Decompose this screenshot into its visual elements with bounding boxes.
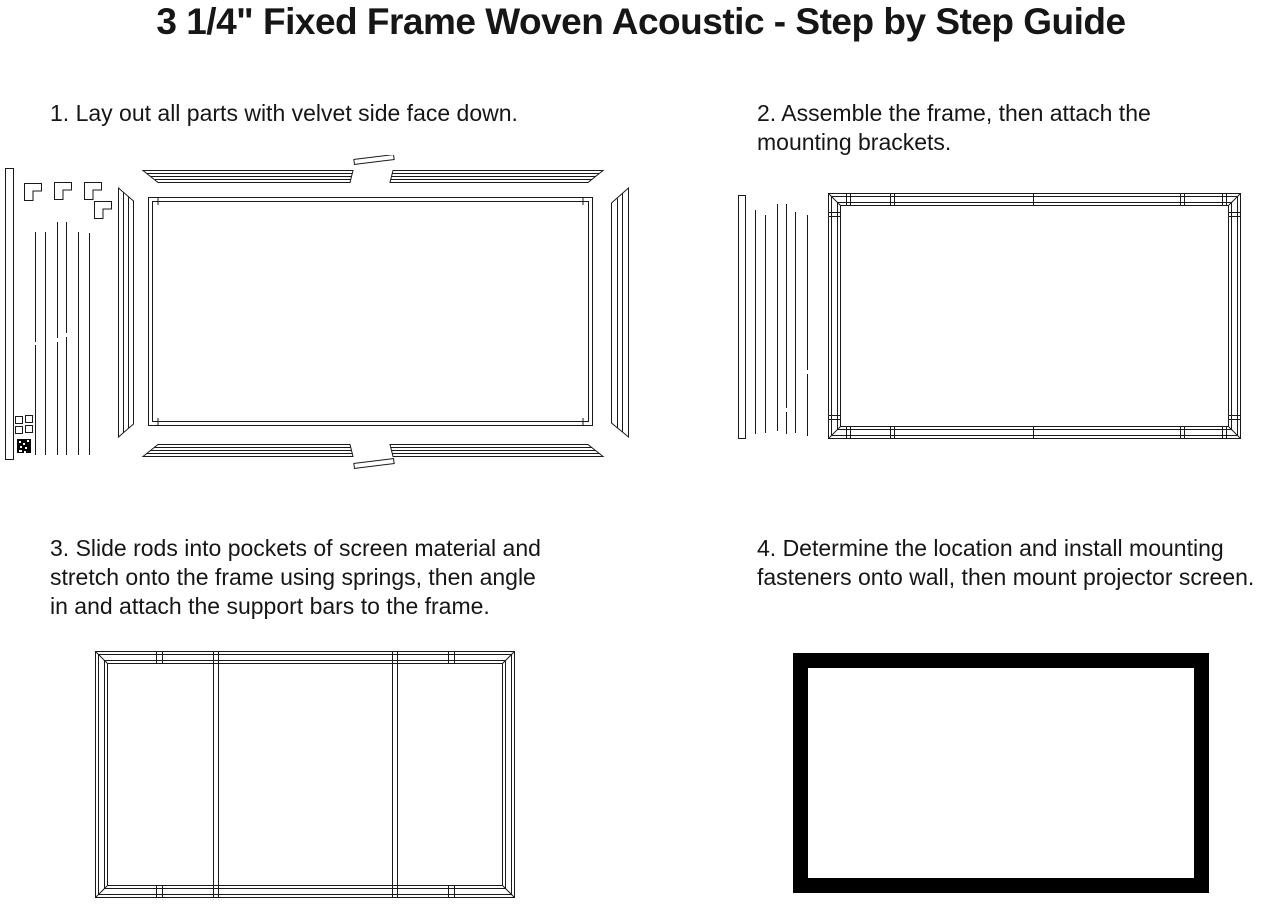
bottom-rail: [141, 444, 605, 457]
step-2-instruction: 2. Assemble the frame, then attach the m…: [757, 99, 1151, 157]
assembled-frame: [828, 193, 1241, 439]
step-2-diagram: [735, 192, 1250, 447]
frame-with-support-bars: [95, 651, 515, 898]
page-title: 3 1/4" Fixed Frame Woven Acoustic - Step…: [156, 1, 1126, 42]
step-4-line-1: 4. Determine the location and install mo…: [757, 535, 1224, 561]
screen-material: [148, 197, 593, 426]
corner-brackets: [24, 182, 112, 219]
splice-plate-bottom: [353, 458, 395, 469]
top-rail: [141, 170, 605, 183]
assembled-frame: [95, 651, 515, 898]
step-1-line-1: 1. Lay out all parts with velvet side fa…: [50, 100, 518, 126]
step-3-line-3: in and attach the support bars to the fr…: [50, 593, 490, 619]
step-3-line-2: stretch onto the frame using springs, th…: [50, 564, 536, 590]
exploded-parts-layout: [5, 154, 629, 469]
bracket-marks: [156, 651, 455, 898]
step-4-diagram: [793, 653, 1209, 898]
left-rail: [118, 186, 134, 439]
step-3-line-1: 3. Slide rods into pockets of screen mat…: [50, 535, 541, 561]
wall-mount-bar: [5, 168, 14, 460]
tension-rods: [35, 222, 90, 455]
step-2-line-2: mounting brackets.: [757, 129, 952, 155]
mounted-screen-front-view: [793, 653, 1209, 893]
hardware-screws: [15, 415, 33, 453]
screen-surface: [808, 668, 1194, 878]
wall-mount-bar: [738, 195, 746, 439]
splice-plate-top: [353, 154, 395, 165]
support-bars: [213, 652, 398, 897]
step-2-line-1: 2. Assemble the frame, then attach the: [757, 100, 1151, 126]
step-4-instruction: 4. Determine the location and install mo…: [757, 534, 1254, 592]
right-rail: [611, 186, 629, 439]
tension-rods: [755, 204, 808, 436]
step-3-diagram: [92, 648, 522, 907]
step-4-line-2: fasteners onto wall, then mount projecto…: [757, 564, 1255, 590]
mounting-bracket-marks: [828, 193, 1241, 439]
step-1-diagram: [0, 154, 650, 480]
assembled-frame-with-mounting-brackets: [738, 193, 1241, 439]
step-3-instruction: 3. Slide rods into pockets of screen mat…: [50, 534, 541, 621]
step-1-instruction: 1. Lay out all parts with velvet side fa…: [50, 99, 518, 128]
